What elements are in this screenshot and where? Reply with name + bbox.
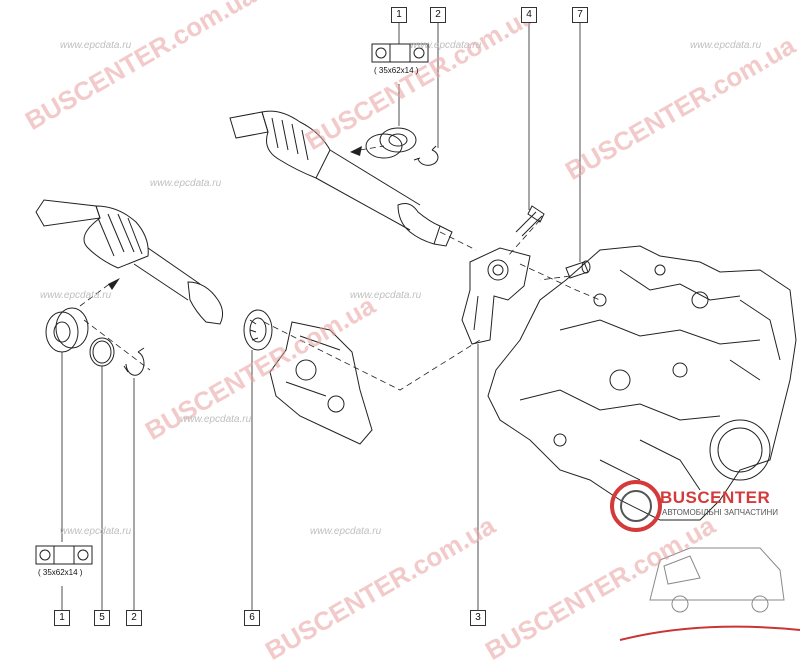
brand-name: BUSCENTER: [660, 488, 771, 507]
brand-tagline: АВТОМОБІЛЬНІ ЗАПЧАСТИНИ: [662, 508, 778, 517]
callout-bracket[interactable]: 3: [470, 610, 486, 626]
lower-bearing: [45, 307, 89, 353]
callout-bearing[interactable]: 1: [391, 7, 407, 23]
callout-bolt[interactable]: 4: [521, 7, 537, 23]
bearing-bracket: [461, 247, 531, 345]
callout-bearing[interactable]: 1: [54, 610, 70, 626]
o-ring: [89, 337, 115, 367]
bearing-spec-bottom: ( 35x62x14 ): [38, 568, 83, 577]
bearing-spec-icon-top: [371, 43, 429, 63]
gearbox-housing: [487, 245, 797, 521]
upper-bearing: [365, 127, 417, 159]
upper-driveshaft: [229, 110, 453, 247]
bolt: [515, 205, 545, 237]
dust-shield: [243, 309, 273, 351]
lower-driveshaft: [35, 199, 224, 325]
callout-o-ring[interactable]: 5: [94, 610, 110, 626]
callout-circlip[interactable]: 2: [126, 610, 142, 626]
o-ring-inner: [92, 340, 112, 364]
arrows: [108, 146, 362, 290]
van-illustration: [619, 547, 800, 641]
assembly-lines: [79, 145, 601, 391]
buscenter-logo: [610, 480, 662, 532]
bearing-spec-icon-bottom: [35, 545, 93, 565]
callout-circlip[interactable]: 2: [430, 7, 446, 23]
stud: [565, 260, 591, 279]
hub-knuckle: [269, 321, 373, 445]
lower-circlip: [123, 347, 145, 376]
upper-circlip: [413, 145, 439, 166]
bearing-spec-top: ( 35x62x14 ): [374, 66, 419, 75]
callout-dust-shield[interactable]: 6: [244, 610, 260, 626]
leader-lines: [61, 22, 581, 610]
callout-stud[interactable]: 7: [572, 7, 588, 23]
